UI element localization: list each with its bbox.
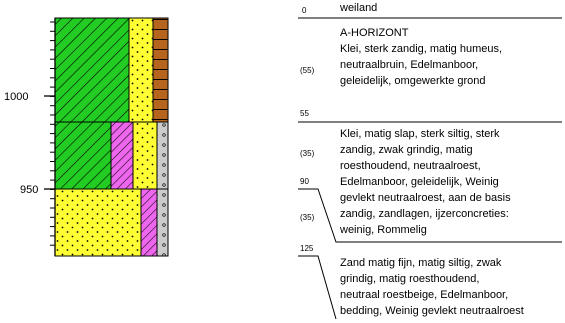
entry-1-line-3: neutraalbruin, Edelmanboor, xyxy=(340,59,478,71)
lithology-column xyxy=(54,17,169,257)
boundary-line-90 xyxy=(298,188,562,243)
thickness-label-1: (55) xyxy=(300,66,315,75)
layer-3-sand xyxy=(54,188,142,257)
surface-label: weiland xyxy=(339,2,377,14)
entry-2-line-6: zandig, zandlagen, ijzerconcreties: xyxy=(340,208,509,220)
layer-1 xyxy=(54,17,169,123)
entry-1-line-1: A-HORIZONT xyxy=(340,27,409,39)
layer-3-silt xyxy=(140,188,158,257)
axis-label-950: 950 xyxy=(20,184,38,196)
entry-2-line-1: Klei, matig slap, sterk siltig, sterk xyxy=(340,128,500,140)
boundary-label-90: 90 xyxy=(300,177,309,186)
layer-3-gravel xyxy=(156,188,169,257)
layer-2-gravel xyxy=(156,121,169,190)
layer-1-peat xyxy=(152,17,169,123)
axis-label-1000: 1000 xyxy=(4,91,28,103)
layer-2 xyxy=(54,121,169,190)
layer-2-clay xyxy=(54,121,112,190)
boundary-line-125 xyxy=(298,255,337,320)
description-log: 0 weiland (55) A-HORIZONT Klei, sterk za… xyxy=(298,2,562,320)
entry-3-line-3: neutraal roestbeige, Edelmanboor, xyxy=(340,289,508,301)
layer-2-sand xyxy=(132,121,158,190)
layer-3 xyxy=(54,188,169,257)
entry-2-line-7: weinig, Rommelig xyxy=(339,224,427,236)
layer-2-silt xyxy=(110,121,134,190)
entry-2-line-2: zandig, zwak grindig, matig xyxy=(340,144,473,156)
minor-ticks xyxy=(50,21,55,246)
boundary-label-125: 125 xyxy=(300,244,314,253)
entry-1-line-2: Klei, sterk zandig, matig humeus, xyxy=(340,43,502,55)
layer-1-sand xyxy=(128,17,154,123)
top-depth-label: 0 xyxy=(302,6,307,15)
thickness-label-3: (35) xyxy=(300,213,315,222)
entry-2-line-5: gevlekt neutraalroest, aan de basis xyxy=(340,192,511,204)
entry-1-line-4: geleidelijk, omgewerkte grond xyxy=(340,75,486,87)
entry-2-line-3: roesthoudend, neutraalroest, xyxy=(340,160,481,172)
entry-3-line-4: bedding, Weinig gevlekt neutraalroest xyxy=(340,305,524,317)
entry-2-line-4: Edelmanboor, geleidelijk, Weinig xyxy=(340,176,499,188)
depth-axis: 1000 950 xyxy=(4,18,56,256)
thickness-label-2: (35) xyxy=(300,149,315,158)
boundary-label-55: 55 xyxy=(300,109,309,118)
entry-3-line-1: Zand matig fijn, matig siltig, zwak xyxy=(340,257,502,269)
layer-1-clay xyxy=(54,17,130,123)
entry-3-line-2: grindig, matig roesthoudend, xyxy=(340,273,479,285)
